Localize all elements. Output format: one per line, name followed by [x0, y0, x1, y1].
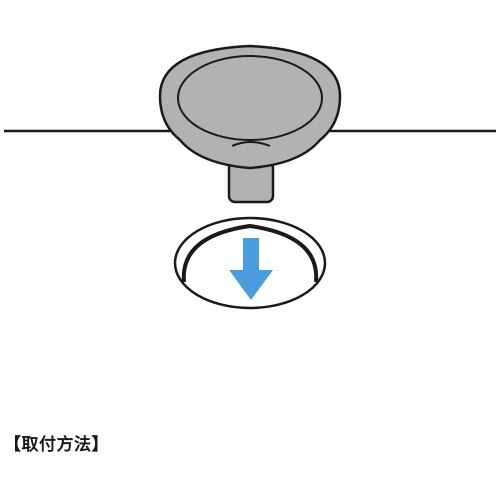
- strainer-inner-rim: [177, 55, 323, 141]
- caption-title: 【取付方法】: [4, 435, 109, 455]
- strainer-drain-hole: [231, 141, 271, 147]
- arrow-down-icon: [229, 238, 273, 300]
- sink-strainer-icon: [158, 44, 342, 204]
